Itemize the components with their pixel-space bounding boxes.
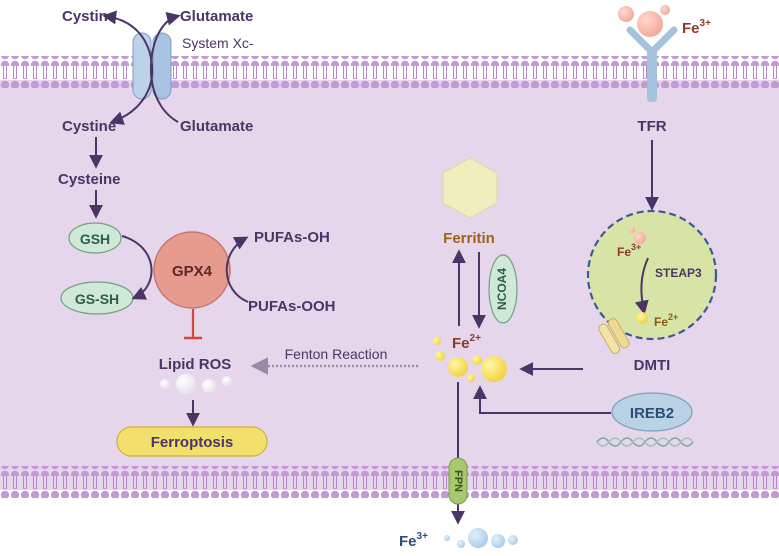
gpx4-label: GPX4 bbox=[172, 263, 213, 280]
ireb2-node bbox=[611, 392, 693, 432]
tfr-receptor bbox=[626, 26, 678, 102]
ireb2-to-fe2-arrow bbox=[473, 385, 611, 414]
ferritin-label: Ferritin bbox=[443, 230, 495, 247]
fpn-transporter bbox=[448, 457, 468, 505]
ferroptosis-box bbox=[116, 426, 268, 457]
fe2-particles bbox=[433, 337, 507, 382]
ncoa4-node bbox=[488, 254, 518, 324]
cystine-inside-label: Cystine bbox=[62, 118, 116, 135]
steap3-label: STEAP3 bbox=[655, 266, 702, 280]
dmt1-transporter bbox=[598, 318, 630, 354]
cystine-outside-label: Cystine bbox=[62, 8, 116, 25]
ireb2-label: IREB2 bbox=[630, 405, 674, 422]
lipid-ros-label: Lipid ROS bbox=[159, 356, 232, 373]
dmt1-label: DMTI bbox=[634, 357, 671, 374]
cysteine-label: Cysteine bbox=[58, 171, 121, 188]
pufas-ooh-label: PUFAs-OOH bbox=[248, 298, 336, 315]
gsh-node bbox=[68, 222, 122, 254]
glutamate-outside-label: Glutamate bbox=[180, 8, 253, 25]
top-membrane bbox=[0, 56, 779, 88]
system-xc-transporter bbox=[102, 10, 181, 125]
tfr-label: TFR bbox=[637, 118, 666, 135]
fenton-label: Fenton Reaction bbox=[285, 346, 388, 362]
endosome-fe3-label: Fe3+ bbox=[617, 242, 641, 259]
fe3-export-label: Fe3+ bbox=[399, 531, 428, 550]
fe3-outside-particles bbox=[618, 5, 670, 37]
ferroptosis-label: Ferroptosis bbox=[151, 434, 234, 451]
fe3-export-particles bbox=[444, 528, 518, 548]
gpx4-node bbox=[153, 231, 231, 309]
endosome bbox=[586, 209, 718, 341]
gs-sh-label: GS-SH bbox=[75, 291, 119, 307]
pufas-ooh-to-oh-arrow bbox=[225, 236, 249, 303]
endosome-fe2-particle bbox=[636, 312, 648, 324]
fpn-label: FPN bbox=[452, 470, 464, 492]
system-xc-label: System Xc- bbox=[182, 35, 254, 51]
ncoa4-label: NCOA4 bbox=[495, 268, 509, 310]
lipid-ros-bubbles bbox=[160, 374, 232, 394]
ferritin-hexagon bbox=[442, 157, 498, 219]
pufas-oh-label: PUFAs-OH bbox=[254, 229, 330, 246]
endosome-fe2-label: Fe2+ bbox=[654, 312, 678, 329]
glutamate-inside-label: Glutamate bbox=[180, 118, 253, 135]
steap3-arrow bbox=[634, 257, 649, 315]
gsh-to-gssh-arrow bbox=[121, 235, 153, 300]
fe2-label: Fe2+ bbox=[452, 333, 481, 352]
fe3-outside-label: Fe3+ bbox=[682, 18, 711, 37]
gsh-label: GSH bbox=[80, 231, 110, 247]
bottom-membrane bbox=[0, 466, 779, 498]
endosome-fe3-particles bbox=[629, 227, 646, 244]
dna-helix-icon bbox=[596, 437, 694, 447]
